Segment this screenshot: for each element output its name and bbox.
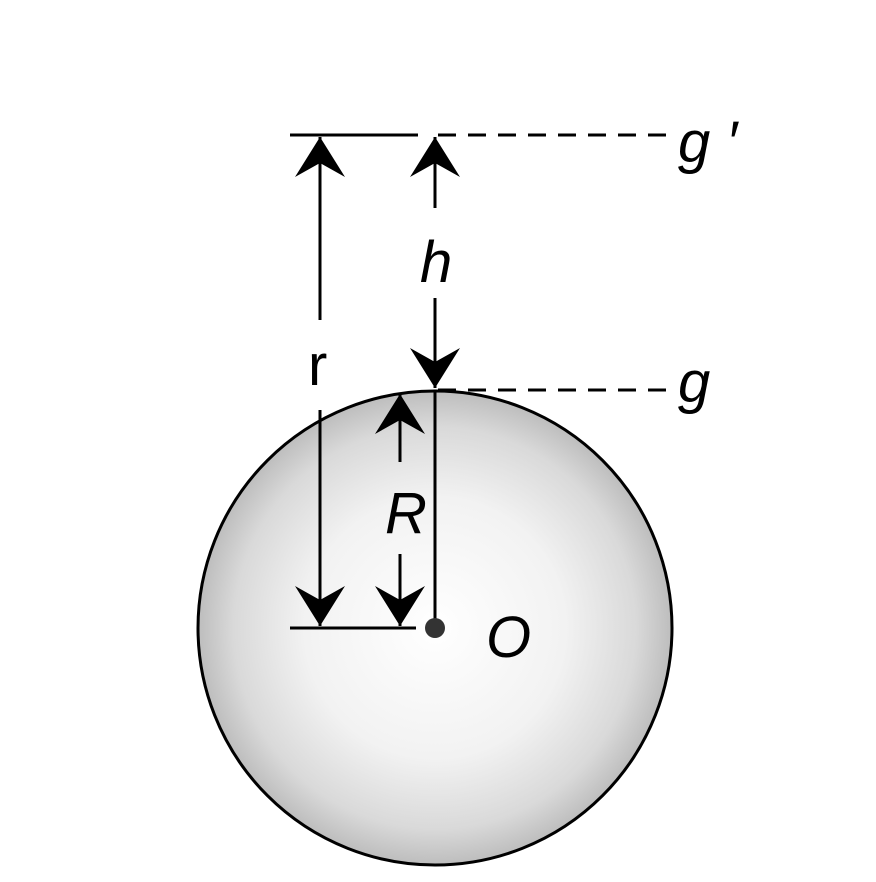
label-g-prime: g ′ <box>678 110 739 175</box>
label-h: h <box>420 230 452 295</box>
label-center-O: O <box>486 605 531 670</box>
center-point <box>425 618 445 638</box>
label-g: g <box>678 350 710 415</box>
label-r: r <box>308 333 327 398</box>
label-R: R <box>385 481 427 546</box>
